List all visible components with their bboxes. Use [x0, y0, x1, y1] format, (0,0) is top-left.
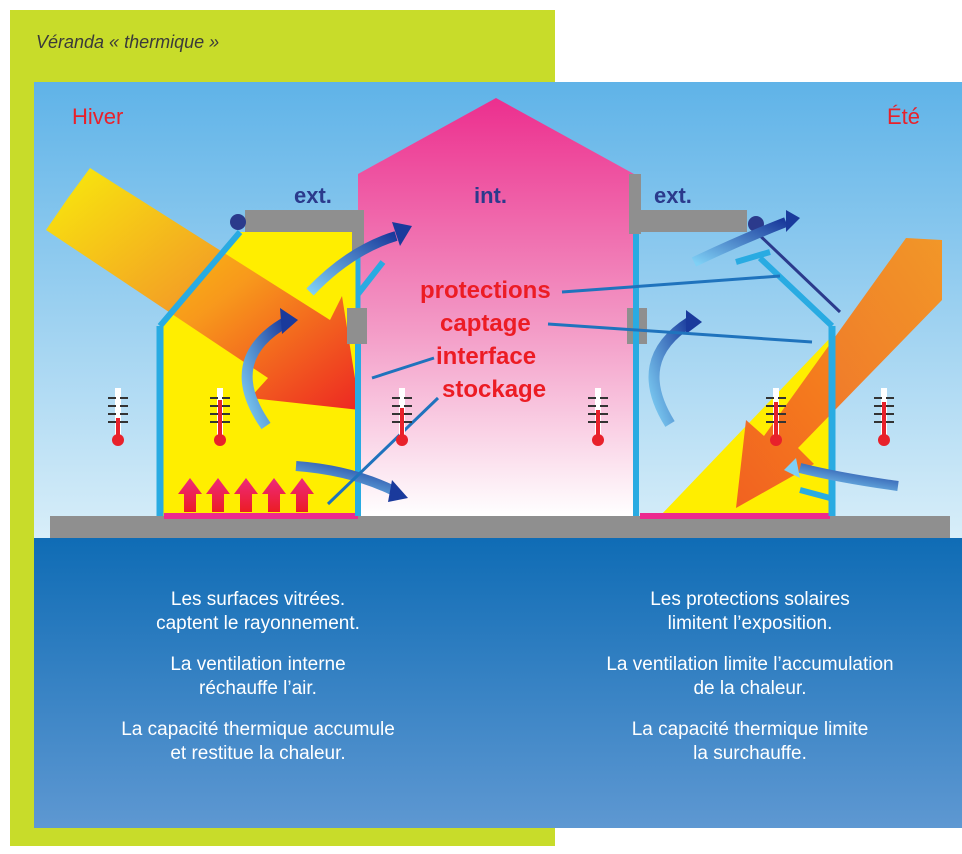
summer-sun-protection: [750, 226, 842, 314]
zone-ext-right: ext.: [654, 183, 692, 208]
summer-exhaust-arrow: [691, 217, 788, 267]
winter-hinge: [230, 214, 246, 230]
winter-desc-p2: La ventilation interne réchauffe l’air.: [170, 654, 346, 699]
winter-wall-top: [352, 210, 364, 254]
summer-description: Les protections solaires limitent l’expo…: [550, 588, 950, 783]
diagram-caption: Véranda « thermique »: [36, 32, 220, 52]
label-interface: interface: [436, 343, 537, 370]
winter-interior-arrow: [295, 461, 395, 495]
winter-sun-arrow: [46, 168, 360, 410]
winter-desc-p1: Les surfaces vitrées. captent le rayonne…: [156, 589, 360, 634]
heat-arrows: [178, 478, 314, 512]
label-captage: captage: [440, 310, 531, 337]
winter-desc-p3: La capacité thermique accumule et restit…: [121, 719, 395, 764]
summer-desc-p3: La capacité thermique limite la surchauf…: [631, 719, 869, 764]
summer-circulation-arrow: [648, 317, 694, 427]
summer-intake-arrowhead: [784, 458, 800, 478]
summer-storage-strip: [640, 513, 830, 519]
zone-ext-left: ext.: [294, 183, 332, 208]
winter-roof-glazing: [157, 230, 243, 328]
season-summer-label: Été: [886, 104, 920, 129]
winter-circulation-arrow: [241, 317, 289, 430]
summer-exhaust-arrowhead: [786, 210, 800, 232]
winter-exhaust-arrow: [306, 231, 398, 296]
summer-desc-p2: La ventilation limite l’accumulation de …: [606, 654, 894, 699]
ground-slab: [50, 516, 950, 538]
summer-wall-top: [629, 174, 641, 234]
winter-roof-beam: [245, 210, 363, 232]
zone-int: int.: [474, 183, 507, 208]
summer-roof-glazing: [757, 255, 835, 329]
summer-intake-arrow: [798, 463, 899, 491]
winter-interior-arrowhead: [388, 480, 408, 502]
winter-open-vent: [355, 260, 386, 296]
winter-circulation-arrowhead: [280, 308, 298, 334]
summer-roof-beam: [629, 210, 747, 232]
summer-open-vent: [735, 249, 771, 265]
winter-exhaust-arrowhead: [392, 222, 412, 246]
label-protections: protections: [420, 277, 551, 304]
leader-lines: [326, 274, 813, 506]
thermometers: [108, 388, 894, 446]
summer-desc-p1: Les protections solaires limitent l’expo…: [650, 589, 850, 634]
winter-storage-strip: [164, 513, 358, 519]
winter-description: Les surfaces vitrées. captent le rayonne…: [58, 588, 458, 783]
season-winter-label: Hiver: [72, 104, 124, 129]
summer-sun-arrow: [736, 238, 942, 508]
summer-low-vent: [799, 487, 831, 501]
house-interior: [358, 98, 634, 516]
label-stockage: stockage: [442, 376, 547, 403]
winter-wall-mid: [347, 308, 367, 344]
summer-circulation-arrowhead: [686, 310, 702, 334]
text-panel: [34, 538, 962, 828]
